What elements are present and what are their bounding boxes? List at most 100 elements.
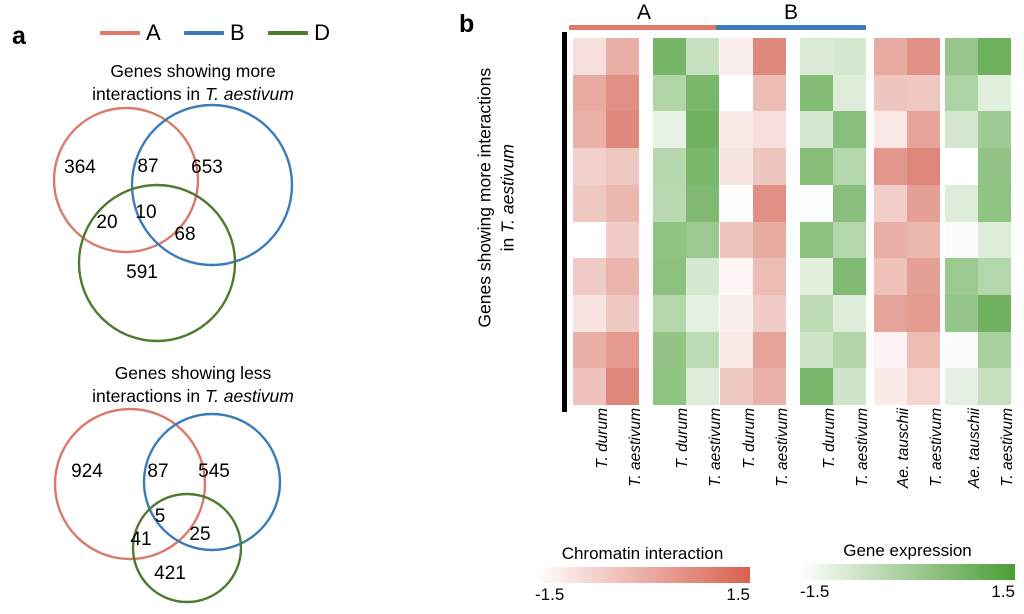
heatmap-cell: [945, 74, 978, 112]
heatmap-column: [978, 38, 1011, 406]
heatmap-block-d-expression: [945, 38, 1011, 406]
heatmap-cell: [800, 74, 833, 112]
venn-top-count-a-b-d: 10: [135, 202, 156, 223]
heatmap-cell: [686, 258, 719, 295]
colorbar-expression-max: 1.5: [991, 582, 1015, 601]
heatmap-cell: [874, 148, 907, 185]
line-swatch-icon-d: [268, 31, 309, 35]
legend-entry-a: A: [100, 22, 161, 44]
heatmap-cell: [907, 111, 940, 149]
heatmap-cell: [606, 331, 639, 369]
heatmap-cell: [833, 258, 866, 295]
heatmap-cell: [606, 184, 639, 222]
heatmap-cell: [874, 258, 907, 295]
colorbar-expression-min: -1.5: [800, 582, 830, 601]
heatmap-cell: [907, 184, 940, 222]
group-label-b: B: [783, 1, 798, 24]
heatmap-cell: [653, 368, 686, 406]
heatmap-cell: [833, 221, 866, 259]
venn-bottom-count-b-d: 25: [189, 524, 210, 545]
venn-top-circle-a: [52, 106, 200, 254]
heatmap-cell: [978, 111, 1011, 149]
heatmap-cell: [653, 331, 686, 369]
heatmap-cell: [833, 294, 866, 332]
heatmap-block-a-expression: [653, 38, 719, 406]
heatmap-cell: [874, 331, 907, 369]
colorbar-chromatin-min: -1.5: [535, 585, 565, 604]
heatmap-column-label: T. aestivum: [627, 408, 644, 487]
venn-top-count-a-only: 364: [64, 157, 96, 178]
colorbar-chromatin-gradient: [535, 567, 750, 583]
colorbar-expression-gradient: [800, 564, 1015, 580]
heatmap-cell: [874, 74, 907, 112]
heatmap-cell: [978, 38, 1011, 75]
heatmap-cell: [573, 221, 606, 259]
heatmap-cell: [874, 38, 907, 75]
heatmap-cell: [653, 258, 686, 295]
heatmap-cell: [874, 111, 907, 149]
heatmap-cell: [945, 221, 978, 259]
venn-top-svg: 364 87 653 10 20 68 591: [52, 103, 294, 343]
venn-bottom-count-b-only: 545: [198, 461, 230, 482]
venn-top-circle-d: [77, 183, 237, 343]
heatmap-cell: [907, 368, 940, 406]
venn-top-title-line1: Genes showing more: [110, 61, 276, 81]
heatmap-cell: [686, 148, 719, 185]
heatmap-cell: [907, 74, 940, 112]
heatmap-block-b-expression: [800, 38, 866, 406]
heatmap-cell: [606, 111, 639, 149]
heatmap-cell: [945, 331, 978, 369]
heatmap-cell: [874, 294, 907, 332]
heatmap-cell: [907, 221, 940, 259]
venn-bottom-circle-b: [142, 412, 282, 552]
heatmap-cell: [800, 221, 833, 259]
heatmap-cell: [874, 221, 907, 259]
venn-bottom-count-a-d: 41: [130, 529, 151, 550]
heatmap-cell: [907, 148, 940, 185]
heatmap-cell: [833, 111, 866, 149]
heatmap-column: [945, 38, 978, 406]
heatmap-column-label: T. aestivum: [854, 408, 871, 487]
venn-bottom-title: Genes showing less interactions in T. ae…: [28, 362, 358, 408]
heatmap-cell: [874, 368, 907, 406]
heatmap-cell: [833, 38, 866, 75]
heatmap-cell: [686, 331, 719, 369]
heatmap-cell: [653, 148, 686, 185]
heatmap-column-label: T. durum: [674, 408, 691, 469]
heatmap-cell: [720, 294, 753, 332]
heatmap-cell: [978, 221, 1011, 259]
heatmap-cell: [573, 38, 606, 75]
heatmap-column-label: Ae. tauschii: [966, 408, 983, 489]
heatmap-cell: [753, 368, 786, 406]
legend-label-a: A: [146, 20, 161, 45]
colorbar-chromatin-title: Chromatin interaction: [561, 544, 724, 563]
heatmap-cell: [606, 148, 639, 185]
heatmap-cell: [573, 184, 606, 222]
heatmap-cell: [945, 258, 978, 295]
group-label-a: A: [636, 1, 651, 24]
heatmap-block-d-chromatin: [874, 38, 940, 406]
heatmap-cell: [686, 38, 719, 75]
heatmap-column-label: T. durum: [821, 408, 838, 469]
venn-top-title-line2-italic: T. aestivum: [205, 84, 294, 105]
heatmap-cell: [978, 331, 1011, 369]
heatmap-column: [907, 38, 940, 406]
heatmap-column: [720, 38, 753, 406]
heatmap-cell: [978, 148, 1011, 185]
heatmap-cell: [907, 38, 940, 75]
heatmap-cell: [753, 258, 786, 295]
heatmap-cell: [978, 294, 1011, 332]
heatmap-cell: [978, 74, 1011, 112]
heatmap-y-axis-line2-italic: T. aestivum: [497, 144, 517, 233]
heatmap-cell: [833, 184, 866, 222]
heatmap-cell: [720, 184, 753, 222]
heatmap-cell: [907, 294, 940, 332]
heatmap-cell: [573, 258, 606, 295]
heatmap-column-label: T. aestivum: [928, 408, 945, 487]
heatmap-cell: [686, 294, 719, 332]
heatmap-cell: [753, 38, 786, 75]
heatmap-cell: [653, 38, 686, 75]
heatmap-cell: [606, 74, 639, 112]
panel-b-letter: b: [459, 10, 475, 38]
venn-top-count-a-d: 20: [96, 212, 117, 233]
